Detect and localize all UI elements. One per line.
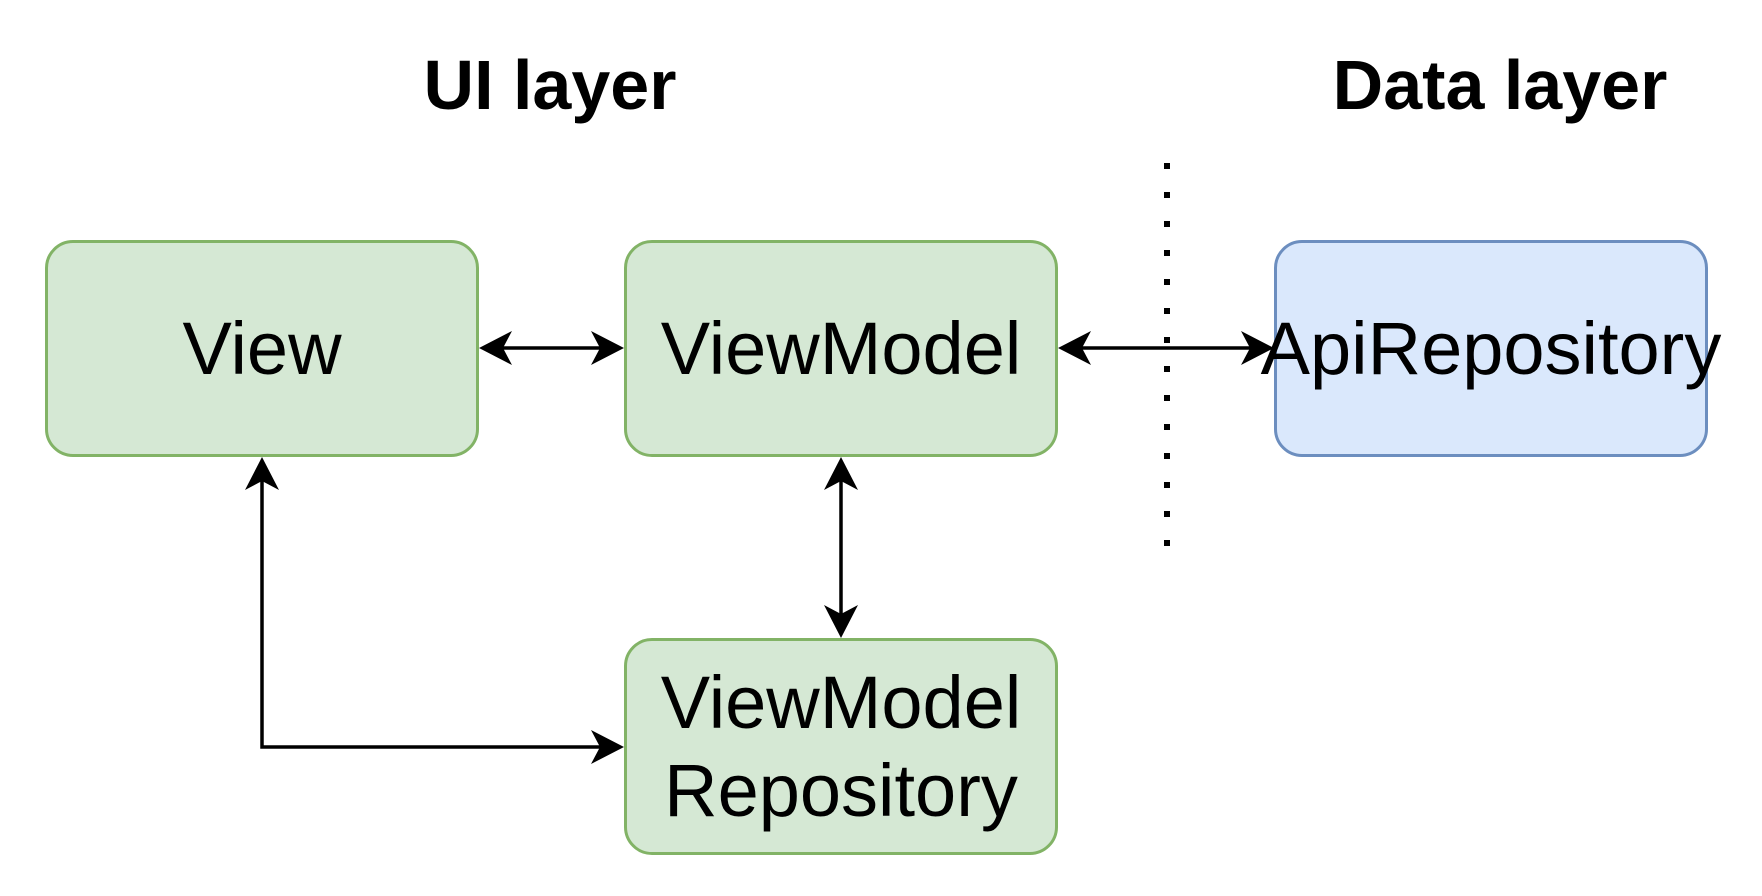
apirepository-node-label: ApiRepository <box>1260 306 1722 390</box>
viewmodel-repository-label-line2: Repository <box>664 748 1018 832</box>
viewmodel-repository-label-line1: ViewModel <box>660 661 1022 745</box>
data-layer-title: Data layer <box>1332 46 1668 124</box>
connector-viewmodel-apirepository <box>1058 331 1274 365</box>
connector-viewmodel-vmrepository <box>824 457 858 638</box>
viewmodel-node-label: ViewModel <box>660 306 1022 390</box>
viewmodel-repository-node: ViewModel Repository <box>624 638 1058 855</box>
connector-view-viewmodel <box>479 331 624 365</box>
view-node: View <box>45 240 479 457</box>
arrowhead-down <box>824 605 858 638</box>
arrowhead-left <box>1058 331 1091 365</box>
arrowhead-right <box>591 331 624 365</box>
arrowhead-left <box>479 331 512 365</box>
arrowhead-up <box>245 457 279 490</box>
arrowhead-up <box>824 457 858 490</box>
viewmodel-node: ViewModel <box>624 240 1058 457</box>
view-node-label: View <box>182 306 342 390</box>
apirepository-node: ApiRepository <box>1261 240 1721 457</box>
connector-view-vmrepository <box>245 457 624 764</box>
ui-layer-title: UI layer <box>423 46 677 124</box>
arrowhead-right <box>591 730 624 764</box>
